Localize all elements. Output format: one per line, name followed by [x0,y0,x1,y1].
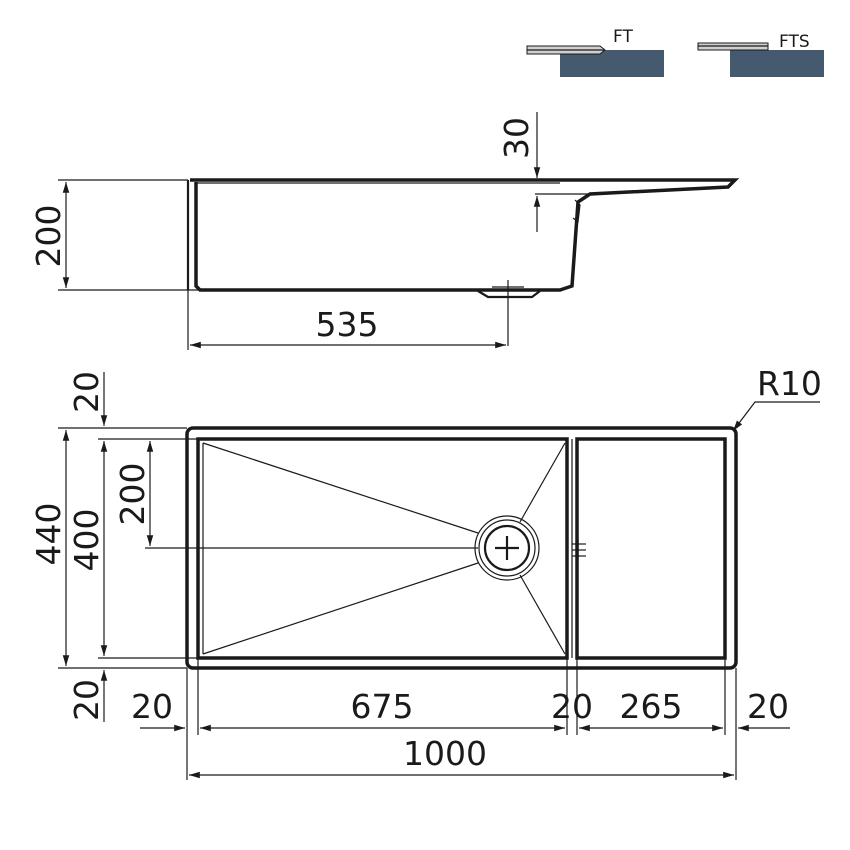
top-view: R10 20 440 400 200 20 20 675 [29,364,822,780]
side-drain-fitting [477,290,541,299]
left-wall-label: 20 [131,687,173,726]
mount-legend: FT FTS [526,27,824,77]
side-depth-label: 200 [29,205,68,268]
inner-depth-label: 400 [67,509,106,572]
bowl-width-label: 675 [351,687,414,726]
drain-mid-ring [478,519,536,577]
outer-depth-label: 440 [29,503,68,566]
radius-label: R10 [757,364,822,403]
right-wall-label: 20 [747,687,789,726]
total-width-label: 1000 [403,734,487,773]
ft-legend: FT [526,27,664,77]
drain-inner-ring [483,524,531,572]
rim-top-label: 20 [67,371,106,413]
rim-bottom-label: 20 [67,679,106,721]
fts-countertop-block [730,50,824,77]
ft-label: FT [613,27,633,47]
slope-line-tl [202,442,479,534]
divider-label: 20 [551,687,593,726]
side-overflow-detail [572,199,581,224]
fts-label: FTS [779,32,810,52]
drainboard-outline [575,437,727,660]
overflow-marks [572,538,586,558]
slope-line-br [519,574,566,655]
side-view: 200 30 535 [29,112,740,350]
board-width-label: 265 [620,687,683,726]
radius-leader [732,401,820,432]
side-bowl-outline [190,178,740,292]
slope-line-tr [519,442,566,523]
slope-line-bl [202,562,479,655]
drain-center-label: 200 [113,463,152,526]
fts-legend: FTS [697,32,824,77]
drop-label: 30 [497,117,536,159]
offset-label: 535 [316,305,379,344]
